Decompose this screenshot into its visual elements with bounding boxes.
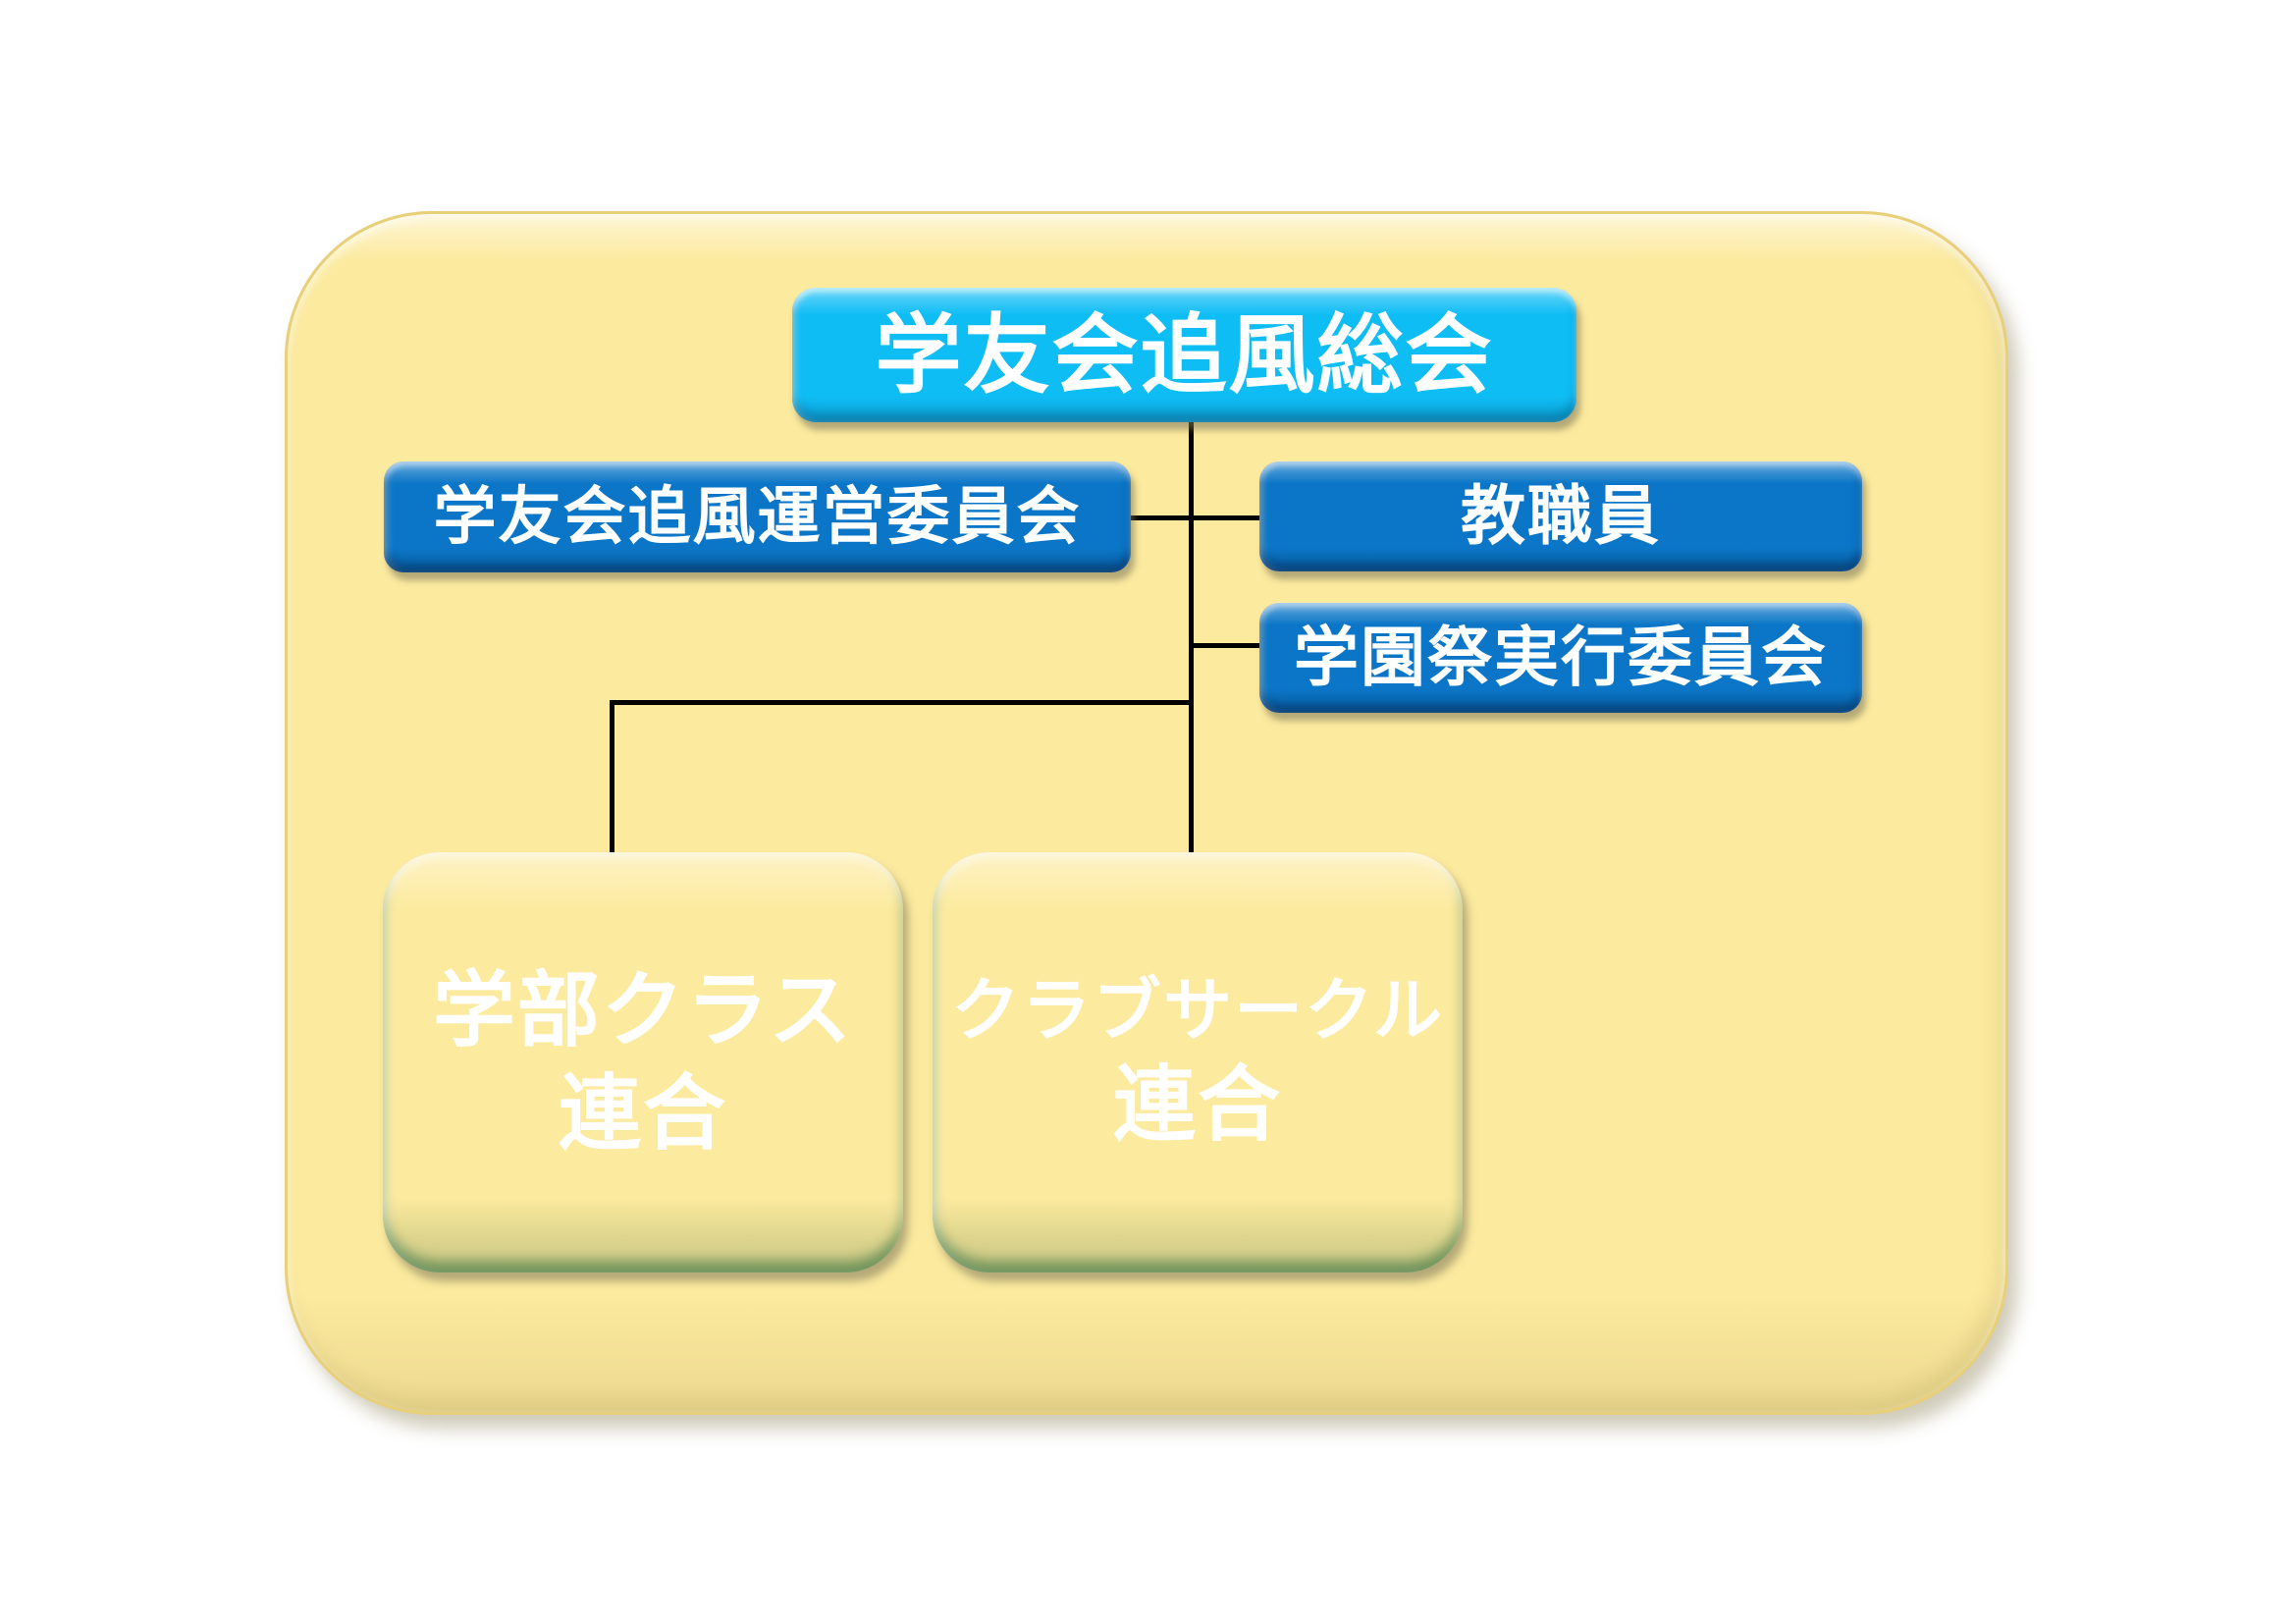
connector-steering-faculty bbox=[1131, 515, 1259, 520]
node-steering-committee-label: 学友会追風運営委員会 bbox=[433, 480, 1082, 554]
node-steering-committee: 学友会追風運営委員会 bbox=[384, 461, 1131, 572]
node-general-assembly-label: 学友会追風総会 bbox=[875, 303, 1494, 406]
connector-main-vertical bbox=[1189, 420, 1194, 852]
node-festival-committee: 学園祭実行委員会 bbox=[1259, 603, 1862, 713]
node-club-circle-union-line1: クラブサークル bbox=[951, 969, 1444, 1051]
node-faculty-class-union-line1: 学部クラス bbox=[432, 962, 854, 1058]
node-club-circle-union: クラブサークル 連合 bbox=[933, 852, 1463, 1272]
node-club-circle-union-line2: 連合 bbox=[1112, 1056, 1282, 1154]
connector-left-branch-vertical bbox=[610, 700, 614, 852]
node-faculty-class-union: 学部クラス 連合 bbox=[383, 852, 903, 1272]
node-general-assembly: 学友会追風総会 bbox=[792, 288, 1576, 422]
connector-branch-horizontal bbox=[610, 700, 1194, 705]
node-festival-committee-label: 学園祭実行委員会 bbox=[1294, 619, 1828, 695]
node-faculty-staff: 教職員 bbox=[1259, 461, 1862, 571]
connector-festival bbox=[1191, 643, 1259, 648]
node-faculty-staff-label: 教職員 bbox=[1461, 477, 1661, 554]
node-faculty-class-union-line2: 連合 bbox=[558, 1065, 727, 1162]
